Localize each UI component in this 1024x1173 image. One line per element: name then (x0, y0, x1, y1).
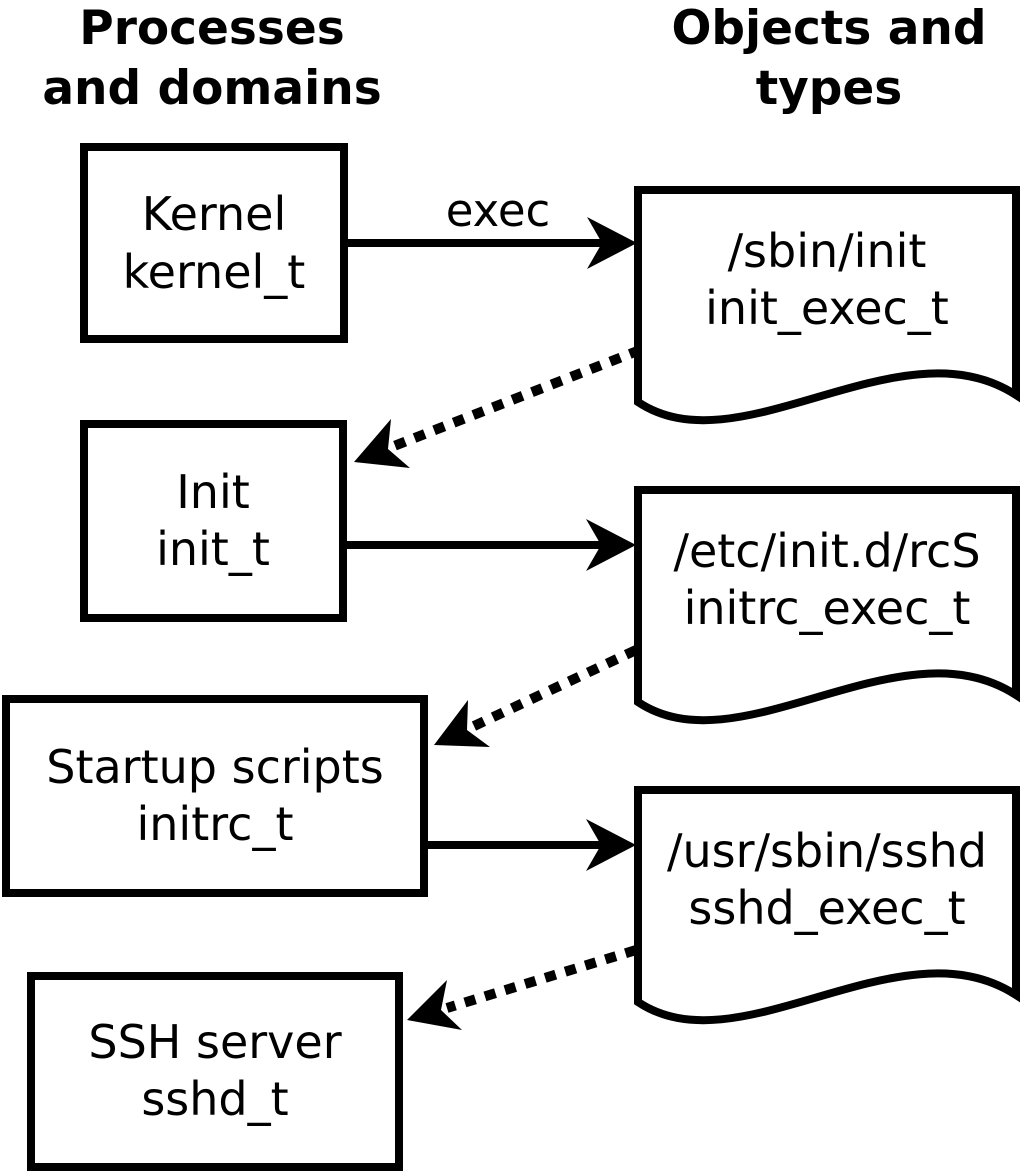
exec-arrow-init-head (586, 519, 636, 571)
process-box-initrc: Startup scripts initrc_t (2, 695, 428, 897)
process-box-sshd-type: sshd_t (141, 1072, 288, 1126)
exec-arrow-kernel-head (587, 217, 637, 269)
object-doc-sshd-exec-type: sshd_exec_t (688, 881, 965, 935)
right-column-header-line1: Objects and (671, 1, 986, 56)
object-doc-init-exec-path: /sbin/init (728, 224, 927, 278)
process-box-initrc-type: initrc_t (137, 797, 294, 851)
object-doc-init-exec: /sbin/init init_exec_t (634, 186, 1020, 425)
left-column-header-line2: and domains (42, 61, 381, 116)
process-box-kernel-type: kernel_t (123, 245, 306, 299)
object-doc-initrc-exec: /etc/init.d/rcS initrc_exec_t (634, 486, 1020, 725)
process-box-initrc-label: Startup scripts (46, 740, 384, 794)
process-box-init-shape (80, 420, 347, 622)
transition-arrow-to-init-shaft (392, 345, 642, 451)
process-box-sshd-shape (27, 972, 403, 1171)
process-box-sshd-label: SSH server (88, 1015, 341, 1069)
transition-arrow-to-initrc-head (434, 700, 490, 747)
object-doc-initrc-exec-type: initrc_exec_t (684, 581, 971, 635)
process-box-init-label: Init (176, 465, 250, 519)
object-doc-initrc-exec-shape (634, 486, 1020, 725)
process-box-initrc-shape (2, 695, 428, 897)
left-column-header-line1: Processes (79, 1, 344, 56)
object-doc-sshd-exec: /usr/sbin/sshd sshd_exec_t (634, 786, 1020, 1025)
exec-arrow-initrc-head (586, 819, 636, 871)
transition-arrow-to-initrc-shaft (469, 645, 639, 732)
object-doc-sshd-exec-shape (634, 786, 1020, 1025)
transition-arrow-to-init-head (354, 419, 410, 468)
object-doc-init-exec-shape (634, 186, 1020, 425)
object-doc-init-exec-type: init_exec_t (705, 281, 949, 335)
object-doc-initrc-exec-path: /etc/init.d/rcS (673, 524, 980, 578)
process-box-init: Init init_t (80, 420, 347, 622)
process-box-kernel-label: Kernel (142, 187, 287, 241)
process-box-sshd: SSH server sshd_t (27, 972, 403, 1171)
object-doc-sshd-exec-path: /usr/sbin/sshd (667, 824, 987, 878)
right-column-header-line2: types (756, 61, 903, 116)
process-box-init-type: init_t (156, 522, 270, 576)
process-box-kernel-shape (80, 143, 348, 343)
process-box-kernel: Kernel kernel_t (80, 143, 348, 343)
exec-edge-label: exec (446, 184, 551, 237)
transition-arrow-to-sshd-head (407, 980, 462, 1030)
